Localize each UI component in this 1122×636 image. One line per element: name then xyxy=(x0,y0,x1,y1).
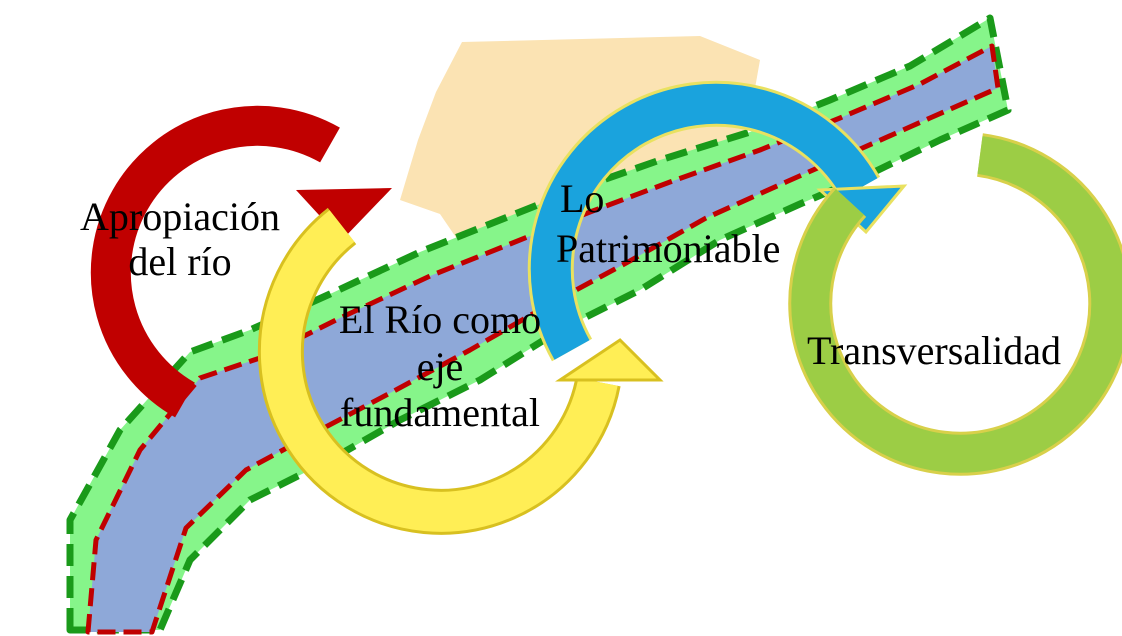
apropiacion-arrow xyxy=(90,105,392,418)
rio-eje-arrow xyxy=(257,207,664,535)
patrimoniable-label-line1: Lo xyxy=(560,176,604,221)
rio-label-line3: fundamental xyxy=(340,390,540,435)
apropiacion-label-line1: Apropiación xyxy=(80,194,280,239)
patrimoniable-label-line2: Patrimoniable xyxy=(556,226,780,271)
transversalidad-ring xyxy=(788,133,1122,476)
apropiacion-label-line2: del río xyxy=(128,239,231,284)
yellow-arrowhead xyxy=(555,338,664,382)
red-arrowhead xyxy=(296,188,392,240)
rio-label-line2: eje xyxy=(417,344,464,389)
transversalidad-label: Transversalidad xyxy=(807,328,1061,373)
rio-label-line1: El Río como xyxy=(339,297,541,342)
